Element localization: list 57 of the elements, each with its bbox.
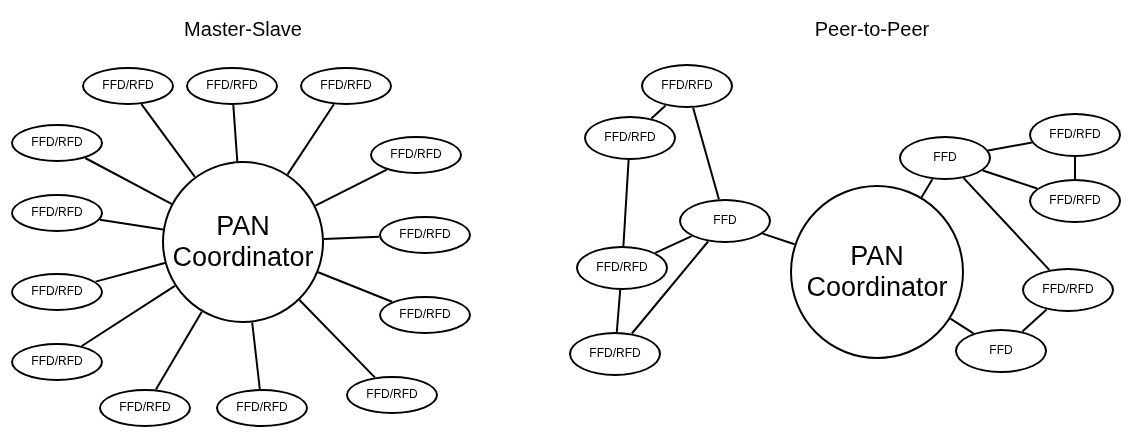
node-label: FFD/RFD bbox=[320, 79, 372, 93]
node-label: PAN Coordinator bbox=[805, 240, 949, 304]
connector-line bbox=[314, 168, 388, 207]
node-label: FFD/RFD bbox=[596, 261, 648, 275]
section-heading: Master-Slave bbox=[184, 18, 302, 41]
node-label: FFD/RFD bbox=[366, 388, 418, 402]
node-label: FFD/RFD bbox=[1042, 283, 1094, 297]
node-label: FFD bbox=[933, 151, 957, 165]
connector-line bbox=[298, 299, 376, 379]
node-label: FFD/RFD bbox=[31, 206, 83, 220]
connector-line bbox=[322, 235, 381, 240]
connector-line bbox=[987, 141, 1033, 152]
connector-line bbox=[84, 157, 173, 205]
device-ellipse bbox=[379, 296, 471, 334]
node-label: FFD/RFD bbox=[119, 401, 171, 415]
node-label: FFD/RFD bbox=[1049, 194, 1101, 208]
section-heading: Peer-to-Peer bbox=[814, 18, 930, 41]
connector-line bbox=[920, 178, 934, 199]
device-ellipse bbox=[11, 273, 103, 311]
connector-line bbox=[981, 169, 1039, 190]
connector-line bbox=[94, 262, 166, 283]
node-label: FFD/RFD bbox=[31, 136, 83, 150]
connector-line bbox=[140, 103, 196, 178]
node-label: FFD/RFD bbox=[399, 228, 451, 242]
node-label: FFD/RFD bbox=[604, 131, 656, 145]
connector-line bbox=[654, 235, 693, 254]
node-label: FFD/RFD bbox=[236, 401, 288, 415]
connector-line bbox=[286, 103, 335, 176]
node-label: FFD/RFD bbox=[1049, 128, 1101, 142]
node-label: FFD bbox=[989, 344, 1013, 358]
connector-line bbox=[962, 177, 1051, 271]
device-ellipse bbox=[576, 246, 668, 290]
connector-line bbox=[615, 289, 622, 333]
connector-line bbox=[630, 240, 710, 335]
connector-line bbox=[232, 104, 239, 163]
node-label: FFD bbox=[713, 214, 737, 228]
connector-line bbox=[622, 159, 630, 247]
device-ellipse bbox=[679, 199, 771, 243]
node-label: FFD/RFD bbox=[206, 79, 258, 93]
node-label: FFD/RFD bbox=[589, 347, 641, 361]
connector-line bbox=[251, 321, 261, 390]
node-label: PAN Coordinator bbox=[171, 210, 315, 274]
connector-line bbox=[761, 232, 796, 246]
connector-line bbox=[692, 106, 720, 201]
node-label: FFD/RFD bbox=[102, 79, 154, 93]
node-label: FFD/RFD bbox=[31, 285, 83, 299]
connector-line bbox=[1074, 156, 1076, 180]
connector-line bbox=[154, 310, 203, 391]
node-label: FFD/RFD bbox=[399, 308, 451, 322]
node-label: FFD/RFD bbox=[31, 355, 83, 369]
node-label: FFD/RFD bbox=[661, 79, 713, 93]
connector-line bbox=[949, 317, 975, 335]
device-ellipse bbox=[1029, 179, 1121, 223]
device-ellipse bbox=[899, 136, 991, 180]
connector-line bbox=[99, 218, 164, 231]
node-label: FFD/RFD bbox=[390, 148, 442, 162]
connector-line bbox=[317, 271, 393, 303]
